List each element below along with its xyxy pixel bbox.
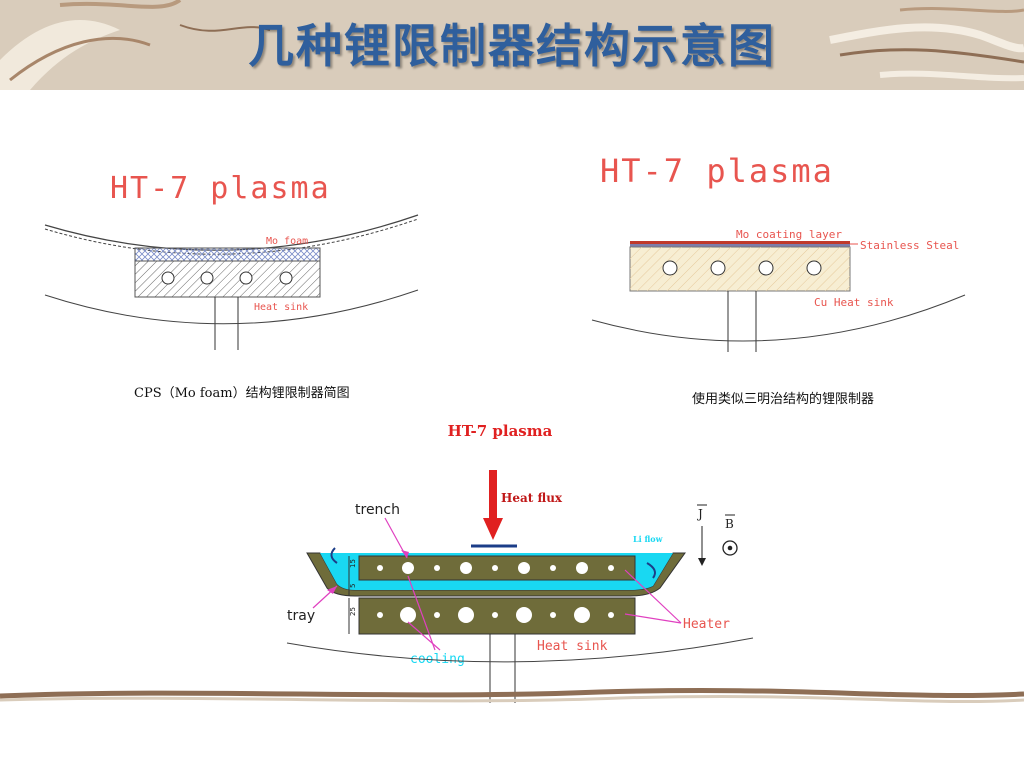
heat-sink-label: Heat sink xyxy=(537,639,608,654)
plasma-label: HT-7 plasma xyxy=(448,422,553,440)
field-b-label: B xyxy=(725,517,734,531)
plasma-label: HT-7 plasma xyxy=(110,171,331,206)
trench-label: trench xyxy=(355,502,400,518)
heat-flux-label: Heat flux xyxy=(501,491,563,505)
diagram-sandwich: HT-7 plasma Mo coating layer Stainless S… xyxy=(591,152,966,352)
first-wall-curve-inner xyxy=(44,218,419,255)
dimension-label: 5 xyxy=(349,584,357,588)
dimension-label: 25 xyxy=(349,607,357,616)
stainless-steel-label: Stainless Steal xyxy=(860,239,959,252)
heat-flux-arrow-shaft xyxy=(489,470,497,520)
tray-label: tray xyxy=(287,608,315,624)
vessel-curve xyxy=(44,289,419,325)
cu-heat-sink-label: Cu Heat sink xyxy=(814,296,894,309)
cooling-hole xyxy=(161,271,175,285)
caption-right: 使用类似三明治结构的锂限制器 xyxy=(692,392,875,407)
mo-foam-label: Mo foam xyxy=(266,236,308,247)
cooling-hole xyxy=(758,260,774,276)
heater-label: Heater xyxy=(683,617,730,632)
cooling-hole xyxy=(279,271,293,285)
slide-content xyxy=(0,90,1024,768)
li-flow-label: Li flow xyxy=(633,534,664,544)
cooling-hole xyxy=(806,260,822,276)
mo-foam-layer xyxy=(134,247,321,262)
slide-title: 几种锂限制器结构示意图 xyxy=(248,19,776,73)
cooling-label: cooling xyxy=(410,652,465,667)
first-wall-curve xyxy=(44,214,419,251)
heat-sink-label: Heat sink xyxy=(254,302,308,313)
mo-coating-layer xyxy=(630,241,850,244)
cooling-hole xyxy=(662,260,678,276)
cooling-hole xyxy=(200,271,214,285)
mo-coating-label: Mo coating layer xyxy=(736,228,842,241)
bottom-decoration xyxy=(0,687,1024,704)
stainless-steel-layer xyxy=(630,244,850,247)
dimension-label: 15 xyxy=(349,559,357,568)
heat-flux-arrow-head xyxy=(483,518,503,540)
vessel-curve xyxy=(286,637,754,663)
caption-left: CPS（Mo foam）结构锂限制器简图 xyxy=(134,386,350,401)
cooling-hole xyxy=(710,260,726,276)
current-j-label: J xyxy=(696,507,703,521)
title-banner: 几种锂限制器结构示意图 xyxy=(0,0,1024,90)
banner-decoration xyxy=(0,0,1024,90)
vessel-curve xyxy=(591,294,966,342)
diagram-trench-tray: HT-7 plasma Heat flux 15 5 25 trench tra… xyxy=(286,422,754,703)
plasma-label: HT-7 plasma xyxy=(600,152,834,190)
diagram-mo-foam: HT-7 plasma Mo foam Heat sink xyxy=(44,171,419,350)
cooling-hole xyxy=(239,271,253,285)
